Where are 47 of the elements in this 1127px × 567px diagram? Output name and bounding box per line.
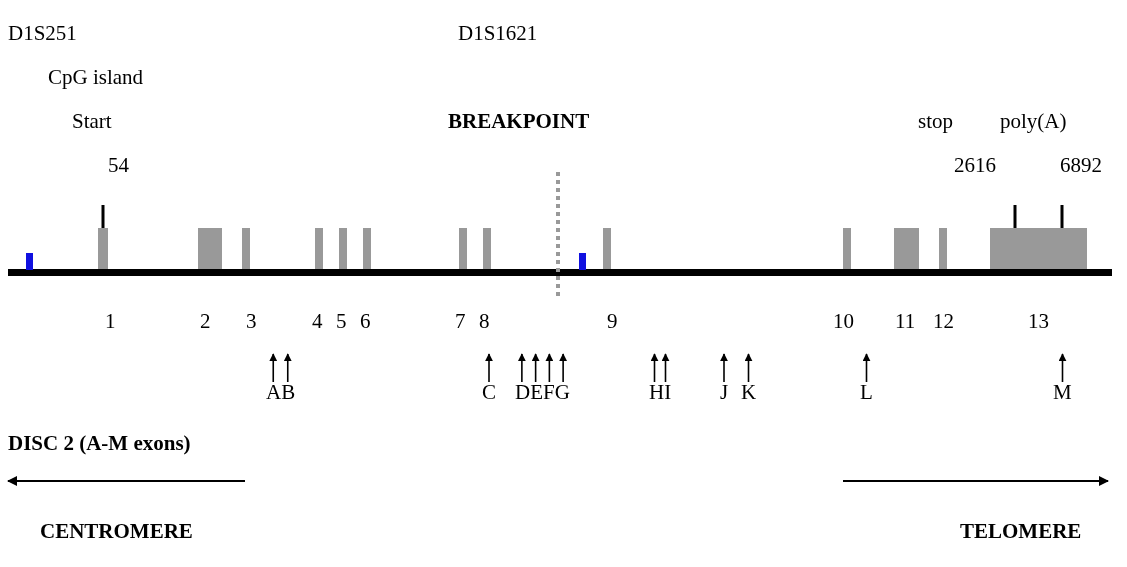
exon-number: 7 <box>455 311 466 332</box>
heading: TELOMERE <box>960 521 1082 542</box>
arrow <box>661 353 670 383</box>
arrow <box>559 353 568 383</box>
exon-letter: C <box>482 382 496 403</box>
map-label: Start <box>72 111 112 132</box>
map-label: D1S1621 <box>458 23 538 44</box>
arrow <box>720 353 728 383</box>
position-number: 6892 <box>1060 155 1102 176</box>
position-number: 54 <box>108 155 129 176</box>
heading: DISC 2 (A-M exons) <box>8 433 191 454</box>
exon-letter: AB <box>266 382 296 403</box>
map-label: stop <box>918 111 953 132</box>
exon-number: 11 <box>895 311 916 332</box>
arrow <box>517 353 526 383</box>
map-label: poly(A) <box>1000 111 1067 132</box>
arrow <box>545 353 554 383</box>
arrow <box>283 353 292 383</box>
heading: CENTROMERE <box>40 521 193 542</box>
arrow <box>650 353 659 383</box>
exon-number: 8 <box>479 311 490 332</box>
exon-number: 9 <box>607 311 618 332</box>
arrow <box>862 353 871 383</box>
exon-number: 10 <box>833 311 854 332</box>
arrow <box>1058 353 1067 383</box>
exon-number: 5 <box>336 311 347 332</box>
map-label: D1S251 <box>8 23 77 44</box>
arrow <box>269 353 278 383</box>
exon-letter: M <box>1053 382 1072 403</box>
arrow <box>485 353 493 383</box>
heading: BREAKPOINT <box>448 111 590 132</box>
exon-number: 12 <box>933 311 954 332</box>
map-label: CpG island <box>48 67 144 88</box>
exon-number: 13 <box>1028 311 1049 332</box>
position-number: 2616 <box>954 155 996 176</box>
exon-letter: L <box>860 382 873 403</box>
exon-letter: J <box>720 382 729 403</box>
exon-letter: HI <box>649 382 672 403</box>
exon-letter: DEFG <box>515 382 570 403</box>
exon-number: 1 <box>105 311 116 332</box>
arrow <box>744 353 753 383</box>
exon-letter: K <box>741 382 757 403</box>
exon-number: 3 <box>246 311 257 332</box>
arrow <box>531 353 540 383</box>
exon-number: 4 <box>312 311 323 332</box>
exon-number: 6 <box>360 311 371 332</box>
exon-number: 2 <box>200 311 211 332</box>
